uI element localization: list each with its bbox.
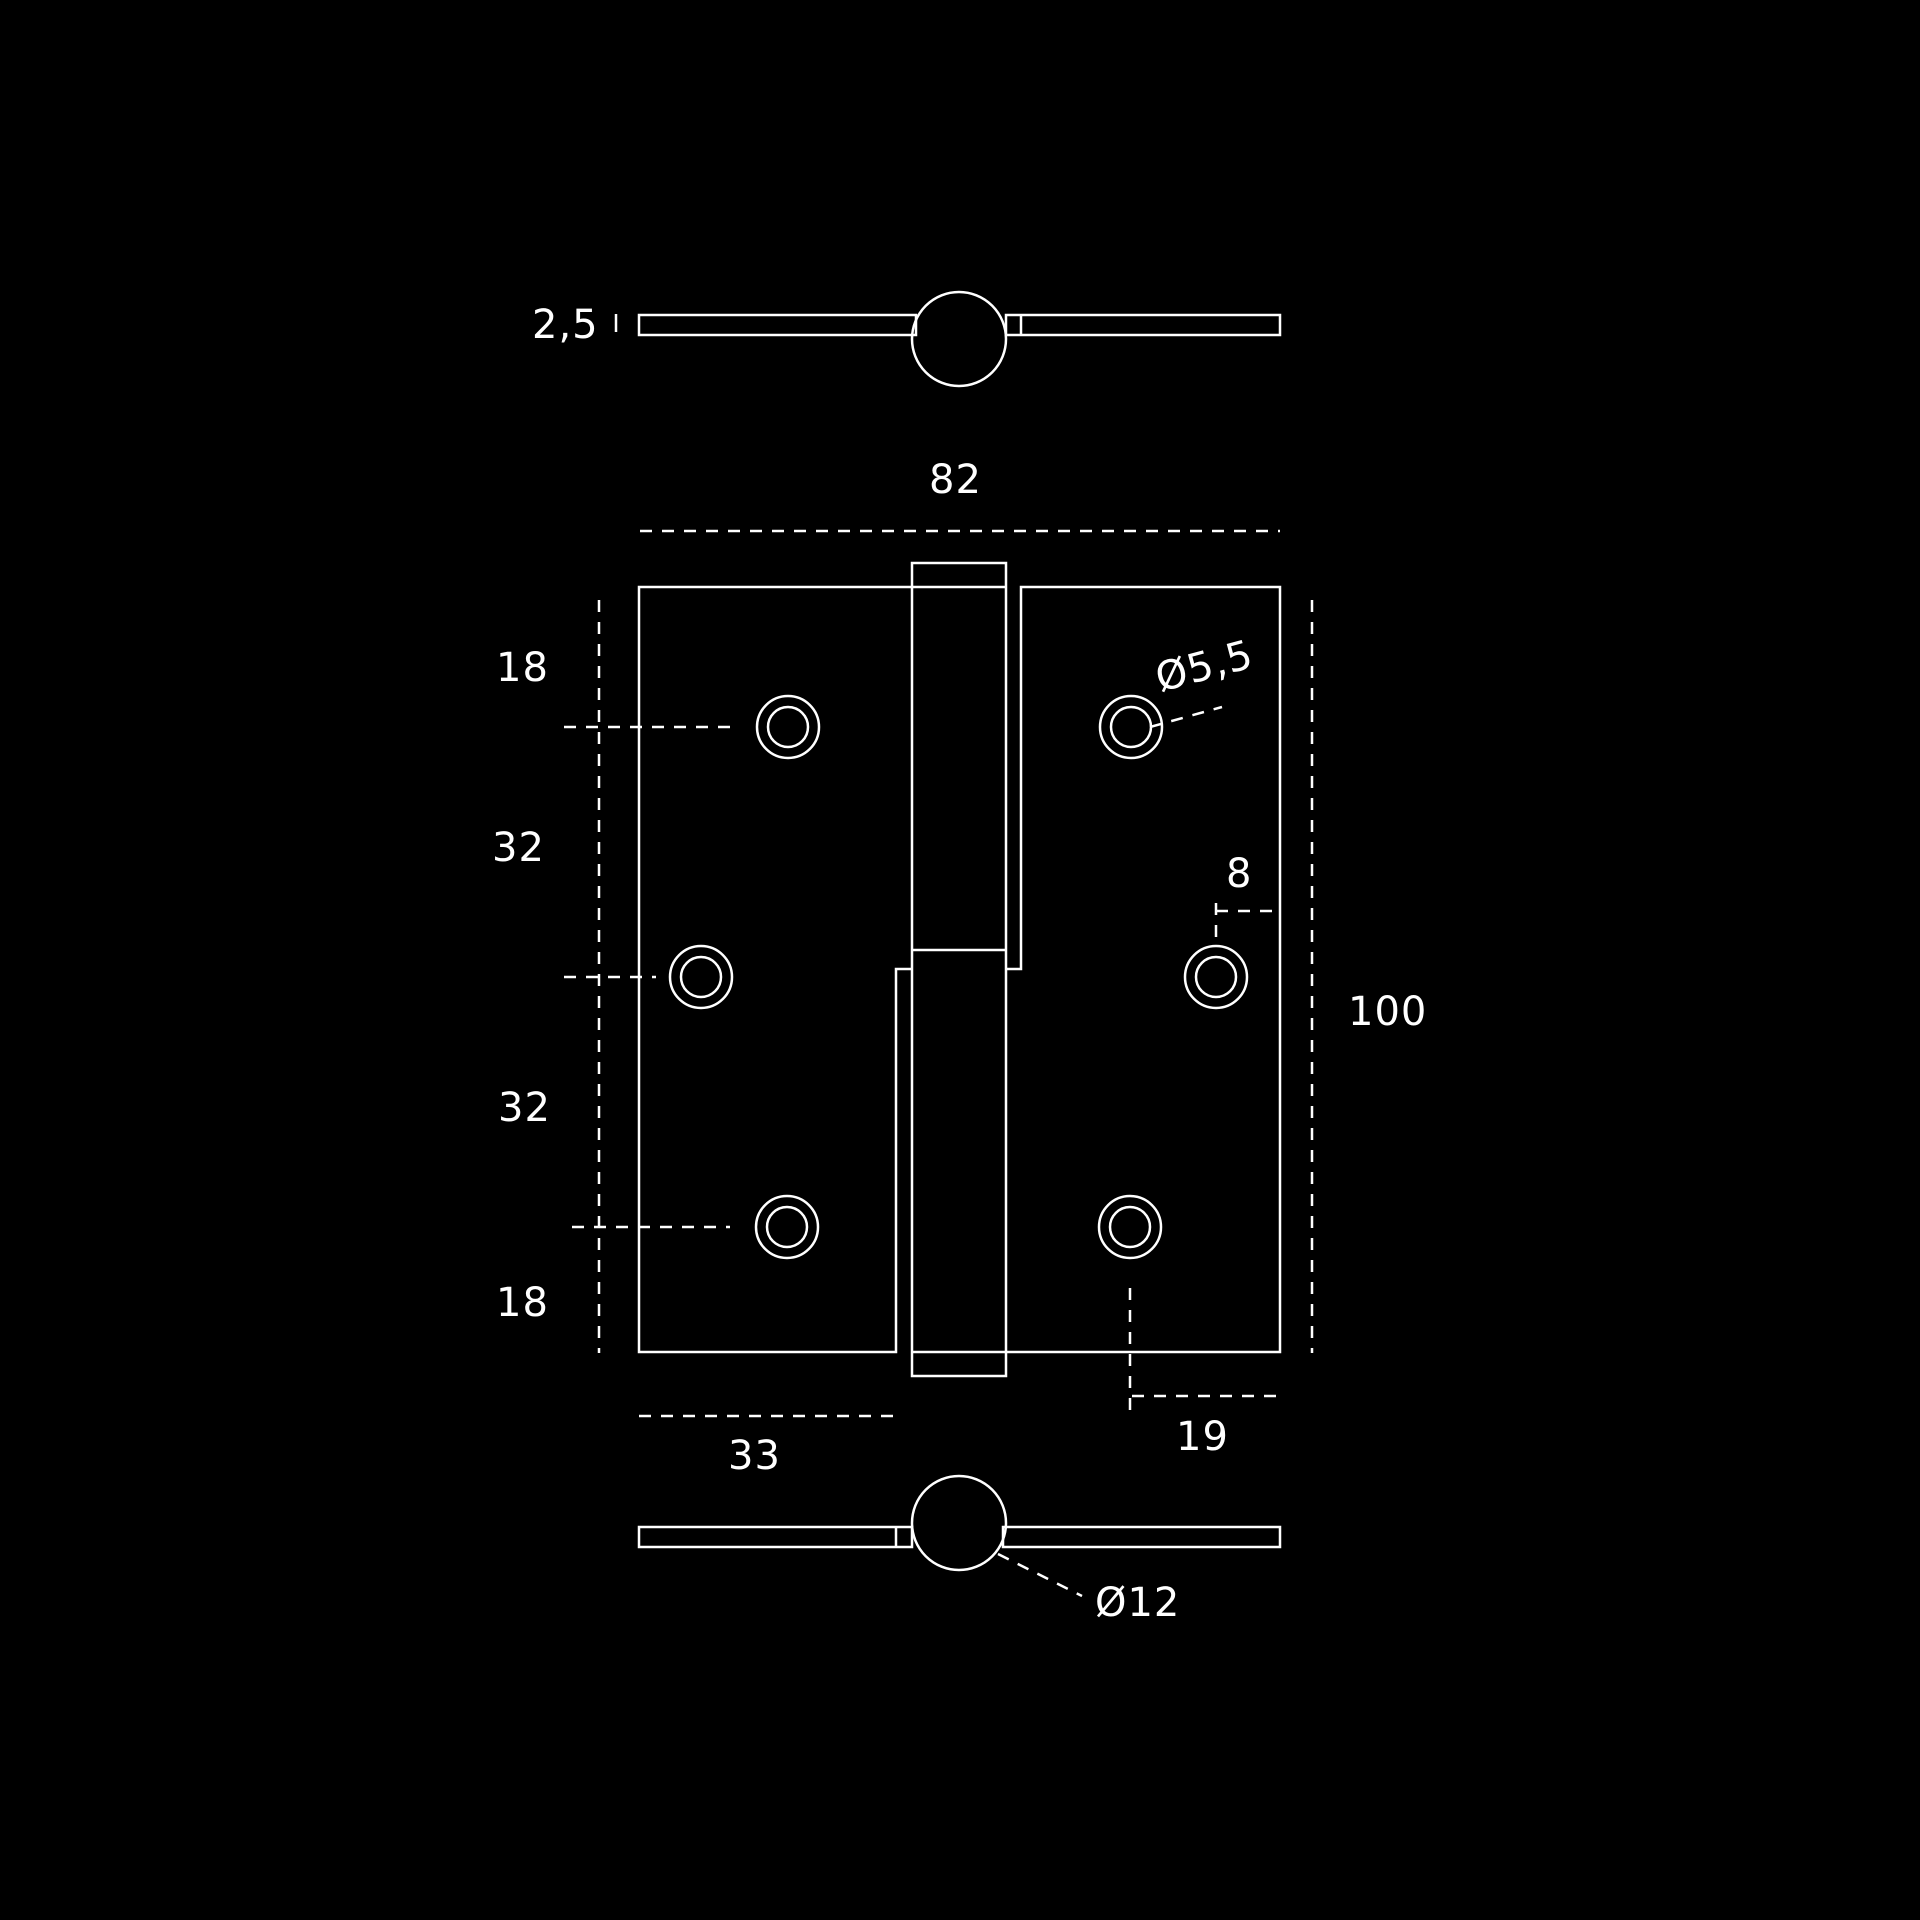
top-offset-label: 18 xyxy=(496,645,549,691)
right-leaf-outline xyxy=(1006,585,1282,1354)
screw-hole xyxy=(1097,1194,1163,1260)
thickness-dimension-label: 2,5 xyxy=(532,302,599,348)
screw-hole xyxy=(668,944,734,1010)
bottom-left-leaf-section xyxy=(637,1525,914,1549)
hole-diameter-label: Ø5,5 xyxy=(1151,632,1259,702)
height-dimension-label: 100 xyxy=(1348,989,1427,1035)
top-left-leaf-section xyxy=(637,313,918,337)
top-right-leaf-section xyxy=(1004,313,1282,337)
edge-inset-label: 8 xyxy=(1226,851,1252,897)
screw-hole xyxy=(755,694,821,760)
pin-barrel xyxy=(910,561,1008,1378)
left-leaf-width-label: 33 xyxy=(728,1433,781,1479)
upper-spacing-label: 32 xyxy=(492,825,545,871)
bottom-end-view: Ø12 xyxy=(637,1474,1282,1626)
screw-hole xyxy=(1183,944,1249,1010)
top-end-view: 2,5 xyxy=(532,290,1282,388)
hole-edge-distance-label: 19 xyxy=(1176,1414,1229,1460)
front-view: 82 18 32 32 18 Ø5,5 8 100 33 19 xyxy=(492,457,1427,1479)
knuckle-diameter-label: Ø12 xyxy=(1095,1580,1180,1626)
knuckle-diameter-leader xyxy=(997,1552,1083,1598)
width-dimension-label: 82 xyxy=(929,457,982,503)
bottom-offset-label: 18 xyxy=(496,1280,549,1326)
bottom-right-leaf-section xyxy=(1001,1525,1282,1549)
screw-hole xyxy=(754,1194,820,1260)
left-leaf-outline xyxy=(637,585,912,1354)
top-knuckle-circle xyxy=(910,290,1008,388)
bottom-knuckle-circle xyxy=(910,1474,1008,1572)
lower-spacing-label: 32 xyxy=(498,1085,551,1131)
